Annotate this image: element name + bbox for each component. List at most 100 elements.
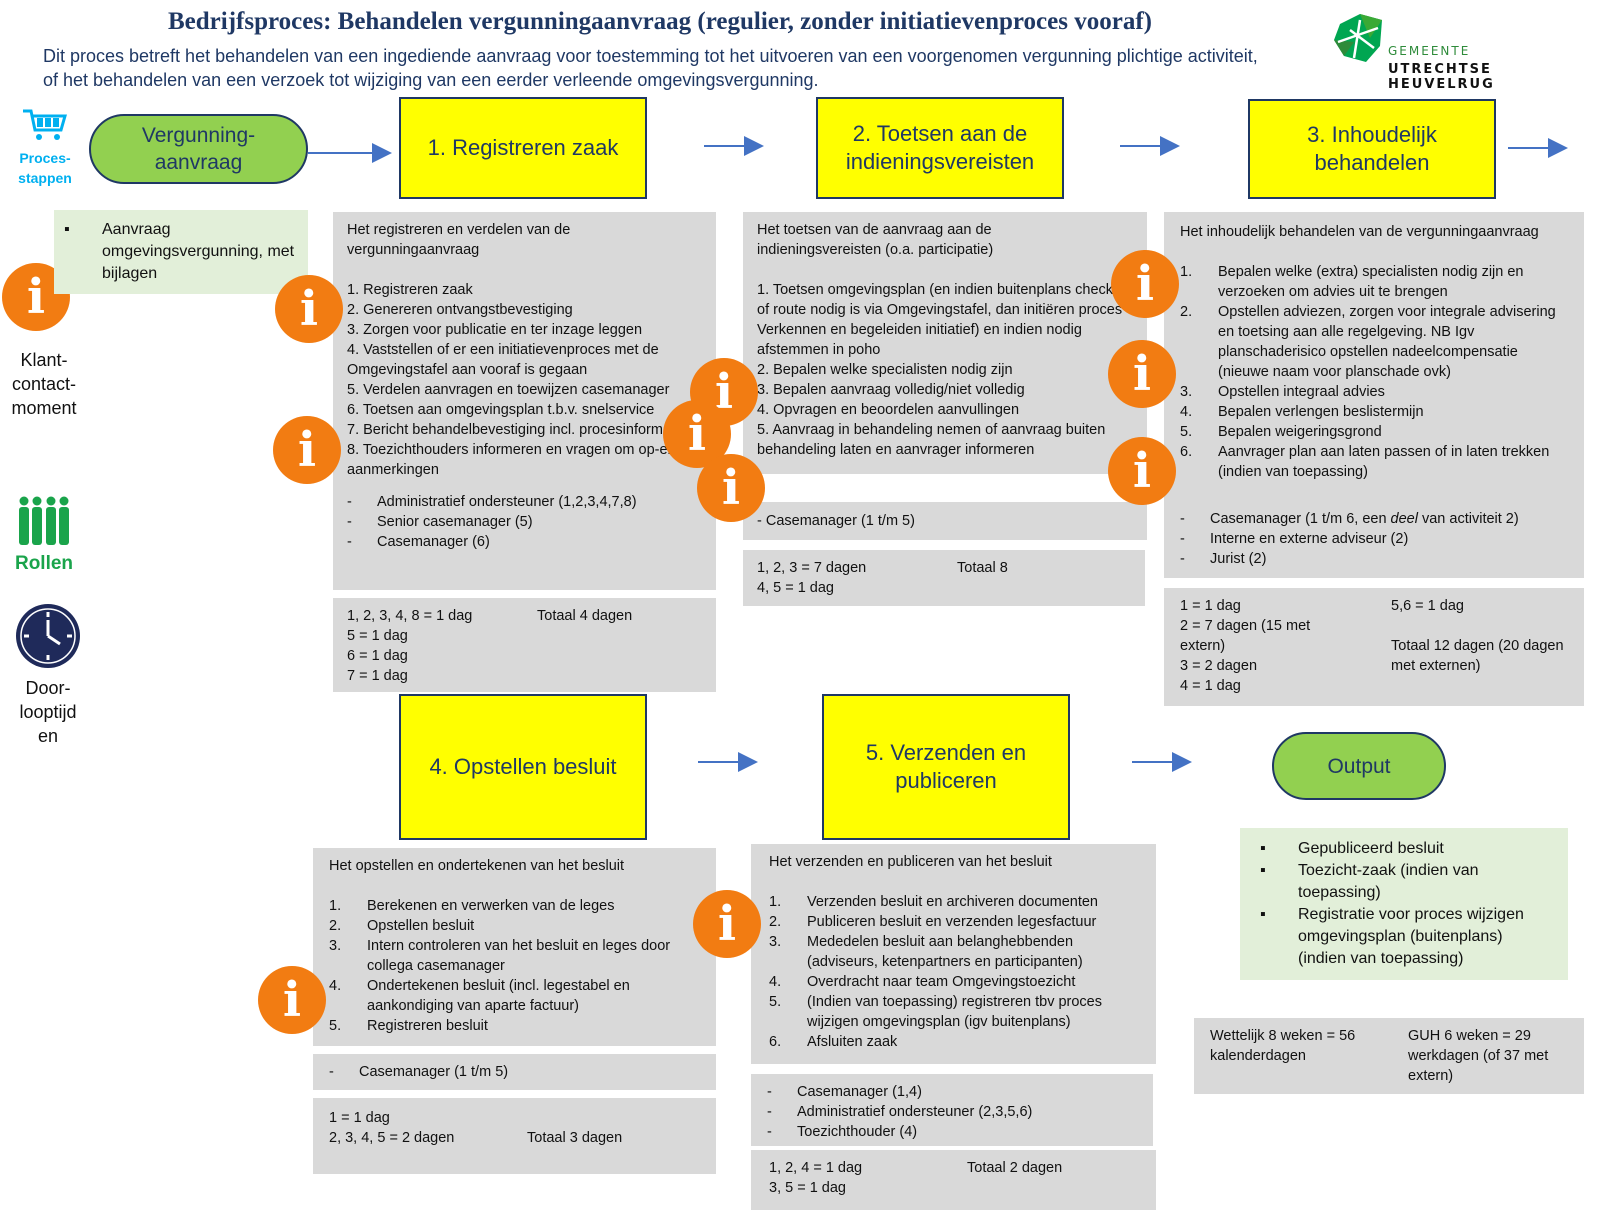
role-text: - Casemanager (1 t/m 5)	[757, 513, 915, 529]
step-1-activities: Het registreren en verdelen van de vergu…	[333, 212, 716, 590]
shopping-cart-icon	[23, 109, 67, 140]
sidebar-label: Klant-	[20, 350, 68, 370]
role-item: -Senior casemanager (5)	[347, 514, 533, 530]
role-text: Casemanager (1 t/m 6, een	[1210, 511, 1391, 527]
list-item: 3.Opstellen integraal advies	[1180, 384, 1385, 400]
time-line: 5 = 1 dag	[347, 628, 408, 644]
legal-line: Wettelijk 8 weken = 56	[1210, 1028, 1356, 1044]
step-5-box: 5. Verzenden en publiceren	[822, 694, 1070, 840]
logo-mark-icon	[1334, 14, 1382, 62]
sidebar-label-stappen: stappen	[18, 170, 72, 186]
list-item: 4.Bepalen verlengen beslistermijn	[1180, 404, 1424, 420]
step-4-activities: Het opstellen en ondertekenen van het be…	[313, 848, 716, 1046]
info-icon: i	[1108, 340, 1176, 408]
sidebar-processtappen: Proces- stappen	[0, 108, 90, 188]
step-5-roles: -Casemanager (1,4) -Administratief onder…	[751, 1074, 1153, 1146]
activity-item: 4. Vaststellen of er een initiatievenpro…	[347, 342, 659, 378]
role-text: Senior casemanager (5)	[377, 514, 533, 530]
step-2-roles: - Casemanager (1 t/m 5)	[743, 502, 1147, 540]
role-item: -Jurist (2)	[1180, 551, 1267, 567]
role-text-emphasis: deel	[1390, 511, 1418, 527]
role-text: Casemanager (1 t/m 5)	[359, 1064, 509, 1080]
role-text: Toezichthouder (4)	[797, 1124, 918, 1140]
role-item: -Casemanager (1,4)	[767, 1084, 922, 1100]
activity-item: Aanvrager plan aan laten passen of in la…	[1218, 444, 1550, 480]
step-1-box: 1. Registreren zaak	[399, 97, 647, 199]
legal-term-box: Wettelijk 8 weken = 56 kalenderdagen GUH…	[1194, 1018, 1584, 1094]
step-2-box: 2. Toetsen aan de indieningsvereisten	[816, 97, 1064, 199]
activity-item: 1. Toetsen omgevingsplan (en indien buit…	[757, 282, 1130, 358]
activity-item: Mededelen besluit aan belanghebbenden (a…	[807, 934, 1083, 970]
legal-line: werkdagen (of 37 met	[1408, 1048, 1549, 1064]
sidebar-rollen: Rollen	[0, 494, 88, 576]
info-icon: i	[275, 275, 343, 343]
list-item: 3.Mededelen besluit aan belanghebbenden …	[769, 932, 1138, 972]
step-description: indieningsvereisten (o.a. participatie)	[757, 242, 994, 258]
list-item: 2.Opstellen besluit	[329, 918, 475, 934]
activity-item: Opstellen integraal advies	[1218, 384, 1385, 400]
sidebar-label: looptijd	[19, 702, 77, 722]
role-item: -Administratief ondersteuner (2,3,5,6)	[767, 1104, 1033, 1120]
time-line: 1, 2, 3 = 7 dagen	[757, 560, 867, 576]
time-line: 1, 2, 4 = 1 dag	[769, 1160, 863, 1176]
legal-term-left: Wettelijk 8 weken = 56 kalenderdagen	[1210, 1026, 1388, 1066]
step-1-time: 1, 2, 3, 4, 8 = 1 dag 5 = 1 dag 6 = 1 da…	[333, 598, 716, 692]
sidebar-label: contact-	[11, 374, 77, 394]
role-item: -Casemanager (1 t/m 6, een deel van acti…	[1180, 511, 1519, 527]
list-item: 3.Intern controleren van het besluit en …	[329, 936, 700, 976]
role-item: -Toezichthouder (4)	[767, 1124, 918, 1140]
time-line: 3, 5 = 1 dag	[769, 1180, 846, 1196]
sidebar-label-proces: Proces-	[19, 150, 71, 166]
time-total: Totaal 3 dagen	[527, 1130, 623, 1146]
time-column-left: 1 = 1 dag 2 = 7 dagen (15 met extern) 3 …	[1180, 596, 1370, 696]
step-3-activities: Het inhoudelijk behandelen van de vergun…	[1164, 212, 1584, 502]
legal-line: GUH 6 weken = 29	[1408, 1028, 1531, 1044]
step-2-activities: Het toetsen van de aanvraag aan de indie…	[743, 212, 1147, 474]
logo-text-gemeente: GEMEENTE	[1388, 44, 1471, 58]
step-3-time: 1 = 1 dag 2 = 7 dagen (15 met extern) 3 …	[1164, 588, 1584, 706]
activity-item: 6. Toetsen aan omgevingsplan t.b.v. snel…	[347, 402, 655, 418]
step-description: Het opstellen en ondertekenen van het be…	[329, 858, 625, 874]
time-line: 7 = 1 dag	[347, 668, 408, 684]
legal-line: kalenderdagen	[1210, 1048, 1306, 1064]
sidebar-label: moment	[11, 398, 77, 418]
step-description: Het verzenden en publiceren van het besl…	[769, 854, 1052, 870]
activity-item: Bepalen verlengen beslistermijn	[1218, 404, 1424, 420]
info-icon: i	[1108, 437, 1176, 505]
list-item: 1.Bepalen welke (extra) specialisten nod…	[1180, 262, 1568, 302]
time-line: 1 = 1 dag	[329, 1110, 390, 1126]
activity-item: Ondertekenen besluit (incl. legestabel e…	[367, 978, 630, 1014]
page-title: Bedrijfsproces: Behandelen vergunningaan…	[168, 8, 1152, 35]
sidebar-klantcontact: Klant- contact- moment	[0, 348, 88, 420]
role-text: van activiteit 2)	[1417, 511, 1519, 527]
activity-item: 8. Toezichthouders informeren en vragen …	[347, 442, 676, 478]
step-description: Het toetsen van de aanvraag aan de	[757, 222, 992, 238]
list-item: 5.Bepalen weigeringsgrond	[1180, 424, 1382, 440]
activity-item: 1. Registreren zaak	[347, 282, 473, 298]
info-icon: i	[697, 454, 765, 522]
activity-item: 3. Zorgen voor publicatie en ter inzage …	[347, 322, 643, 338]
step-3-roles: -Casemanager (1 t/m 6, een deel van acti…	[1164, 502, 1584, 578]
output-box: ▪Gepubliceerd besluit ▪Toezicht-zaak (in…	[1240, 828, 1568, 980]
bullet-icon: ▪	[64, 221, 70, 238]
pill-line: aanvraag	[154, 151, 243, 174]
clock-icon	[16, 604, 80, 668]
sidebar-label: Door-	[25, 678, 71, 698]
step-1-title: 1. Registreren zaak	[427, 135, 619, 160]
activity-item: Opstellen besluit	[367, 918, 475, 934]
step-2-time: 1, 2, 3 = 7 dagen 4, 5 = 1 dag Totaal 8	[743, 550, 1145, 606]
page-subtitle: Dit proces betreft het behandelen van ee…	[43, 44, 1323, 92]
time-line: extern)	[1180, 638, 1226, 654]
legal-term-right: GUH 6 weken = 29 werkdagen (of 37 met ex…	[1408, 1026, 1578, 1086]
activity-item: Publiceren besluit en verzenden legesfac…	[807, 914, 1097, 930]
list-item: ▪Aanvraag omgevingsvergunning, met bijla…	[64, 219, 298, 285]
activity-item: Verzenden besluit en archiveren document…	[807, 894, 1098, 910]
input-pill-vergunningaanvraag: Vergunning- aanvraag	[89, 114, 308, 184]
list-item: 4.Ondertekenen besluit (incl. legestabel…	[329, 976, 700, 1016]
activity-item: Afsluiten zaak	[807, 1034, 898, 1050]
list-item: 5.Registreren besluit	[329, 1018, 488, 1034]
info-icon: i	[258, 966, 326, 1034]
activity-item: 3. Bepalen aanvraag volledig/niet volled…	[757, 382, 1025, 398]
time-total: Totaal 12 dagen (20 dagen	[1391, 638, 1564, 654]
bullet-icon: ▪	[1260, 862, 1266, 879]
